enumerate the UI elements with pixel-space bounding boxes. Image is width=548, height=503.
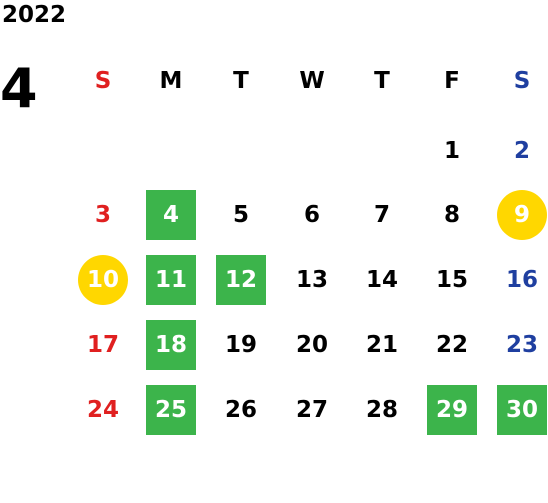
- day-cell-27[interactable]: 27: [295, 397, 328, 423]
- day-cell-29[interactable]: 29: [427, 385, 477, 435]
- day-cell-2[interactable]: 2: [513, 138, 530, 164]
- day-cell-22[interactable]: 22: [435, 332, 468, 358]
- day-cell-5[interactable]: 5: [232, 202, 249, 228]
- day-cell-21[interactable]: 21: [365, 332, 398, 358]
- month-label: 4: [0, 57, 38, 120]
- weekday-monday: M: [159, 68, 183, 94]
- day-cell-17[interactable]: 17: [86, 332, 119, 358]
- day-cell-20[interactable]: 20: [295, 332, 328, 358]
- day-cell-30[interactable]: 30: [497, 385, 547, 435]
- day-cell-7[interactable]: 7: [373, 202, 390, 228]
- weekday-saturday: S: [513, 68, 531, 94]
- day-cell-28[interactable]: 28: [365, 397, 398, 423]
- day-cell-25[interactable]: 25: [146, 385, 196, 435]
- day-cell-11[interactable]: 11: [146, 255, 196, 305]
- day-cell-10[interactable]: 10: [78, 255, 128, 305]
- day-cell-16[interactable]: 16: [505, 267, 538, 293]
- day-cell-24[interactable]: 24: [86, 397, 119, 423]
- day-cell-13[interactable]: 13: [295, 267, 328, 293]
- day-cell-8[interactable]: 8: [443, 202, 460, 228]
- day-cell-15[interactable]: 15: [435, 267, 468, 293]
- day-cell-23[interactable]: 23: [505, 332, 538, 358]
- weekday-thursday: T: [374, 68, 390, 94]
- year-label: 2022: [2, 2, 67, 28]
- weekday-tuesday: T: [233, 68, 249, 94]
- day-cell-3[interactable]: 3: [94, 202, 111, 228]
- day-cell-1[interactable]: 1: [443, 138, 460, 164]
- day-cell-14[interactable]: 14: [365, 267, 398, 293]
- day-cell-9[interactable]: 9: [497, 190, 547, 240]
- day-cell-26[interactable]: 26: [224, 397, 257, 423]
- weekday-sunday: S: [94, 68, 112, 94]
- day-cell-4[interactable]: 4: [146, 190, 196, 240]
- weekday-friday: F: [444, 68, 460, 94]
- day-cell-18[interactable]: 18: [146, 320, 196, 370]
- day-cell-12[interactable]: 12: [216, 255, 266, 305]
- day-cell-19[interactable]: 19: [224, 332, 257, 358]
- day-cell-6[interactable]: 6: [303, 202, 320, 228]
- weekday-wednesday: W: [299, 68, 325, 94]
